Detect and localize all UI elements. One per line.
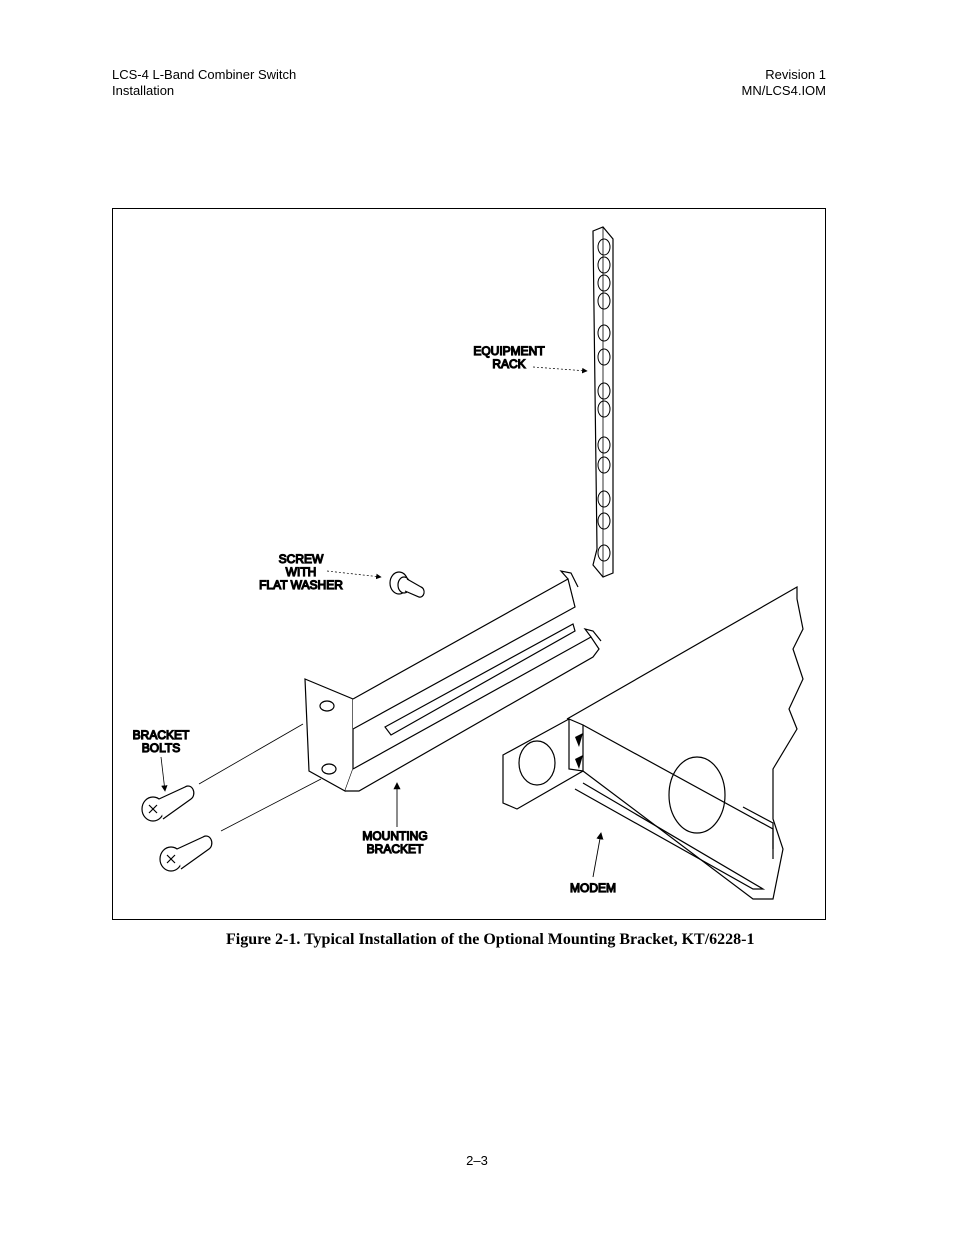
label-equipment-rack-line2: RACK [492,357,525,371]
label-mounting-bracket-line1: MOUNTING [362,829,427,843]
header-right: Revision 1 MN/LCS4.IOM [741,67,826,99]
header-left: LCS-4 L-Band Combiner Switch Installatio… [112,67,296,99]
document-title: LCS-4 L-Band Combiner Switch [112,67,297,82]
label-screw-line1: SCREW [279,552,324,566]
document-number: MN/LCS4.IOM [741,83,826,98]
label-screw-line2: WITH [286,565,317,579]
figure-caption: Figure 2-1. Typical Installation of the … [226,931,755,948]
section-name: Installation [112,83,175,98]
leader-equipment-rack [532,366,588,374]
mounting-bracket-drawing [304,570,602,792]
leader-bracket-bolts [160,756,168,792]
label-modem: MODEM [570,881,616,895]
figure-frame: EQUIPMENT RACK SCREW WITH FLAT WASHER BR… [112,208,826,920]
page-number: 2–3 [466,1153,488,1168]
revision-label: Revision 1 [765,67,826,82]
label-screw-line3: FLAT WASHER [259,578,343,592]
label-bracket-bolts-line2: BOLTS [142,741,180,755]
screw-with-washer-drawing [389,571,425,598]
label-mounting-bracket-line2: BRACKET [367,842,424,856]
leader-screw [326,570,382,580]
modem-drawing [502,585,804,900]
leader-modem [592,832,604,878]
installation-diagram: EQUIPMENT RACK SCREW WITH FLAT WASHER BR… [132,226,804,900]
label-equipment-rack-line1: EQUIPMENT [473,344,545,358]
label-bracket-bolts-line1: BRACKET [133,728,190,742]
equipment-rack-drawing [592,226,614,578]
bracket-bolts-drawing [141,723,322,872]
